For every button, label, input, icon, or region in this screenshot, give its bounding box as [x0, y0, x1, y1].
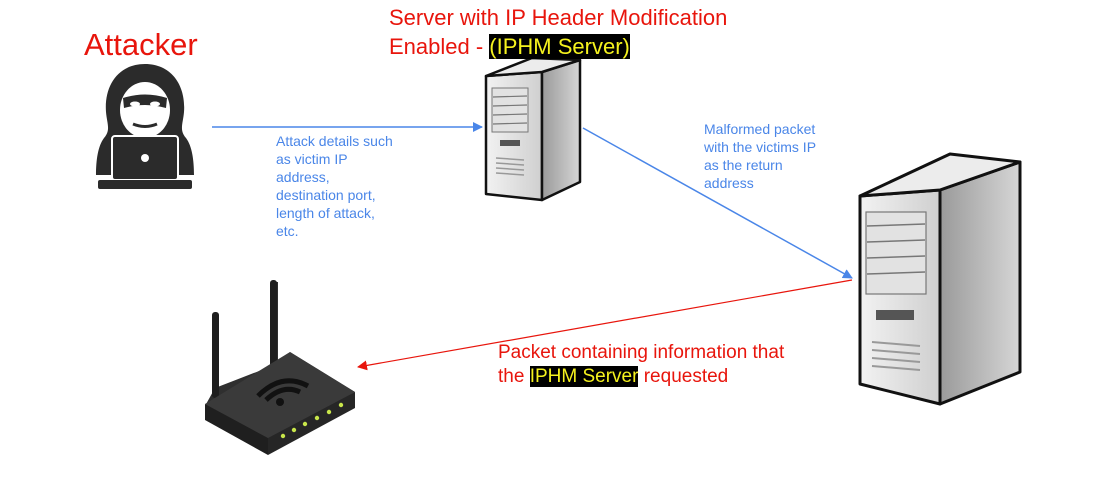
packet-info-note: Packet containing information that the I…	[498, 341, 798, 389]
packet-info-highlight: IPHM Server	[529, 366, 639, 387]
server-tower-icon	[858, 152, 1022, 406]
iphm-server-label-line1: Server with IP Header Modification	[389, 5, 728, 30]
arrow-victim-to-router	[357, 279, 853, 371]
iphm-server-highlight: (IPHM Server)	[489, 34, 630, 59]
packet-info-prefix: Packet containing information that the	[498, 342, 785, 387]
iphm-server-label-prefix: Enabled -	[389, 34, 490, 59]
packet-info-suffix: requested	[638, 366, 729, 387]
iphm-server-label-line2: Enabled - (IPHM Server)	[389, 32, 727, 61]
hacker-icon	[96, 64, 194, 189]
iphm-server-label: Server with IP Header Modification Enabl…	[389, 3, 727, 61]
server-tower-icon	[484, 56, 582, 202]
attack-details-note: Attack details such as victim IP address…	[276, 133, 393, 239]
wifi-router-icon	[205, 280, 355, 455]
arrow-iphm-to-victim	[582, 127, 853, 279]
malformed-packet-note: Malformed packet with the victims IP as …	[704, 121, 817, 191]
attacker-label: Attacker	[84, 27, 198, 62]
